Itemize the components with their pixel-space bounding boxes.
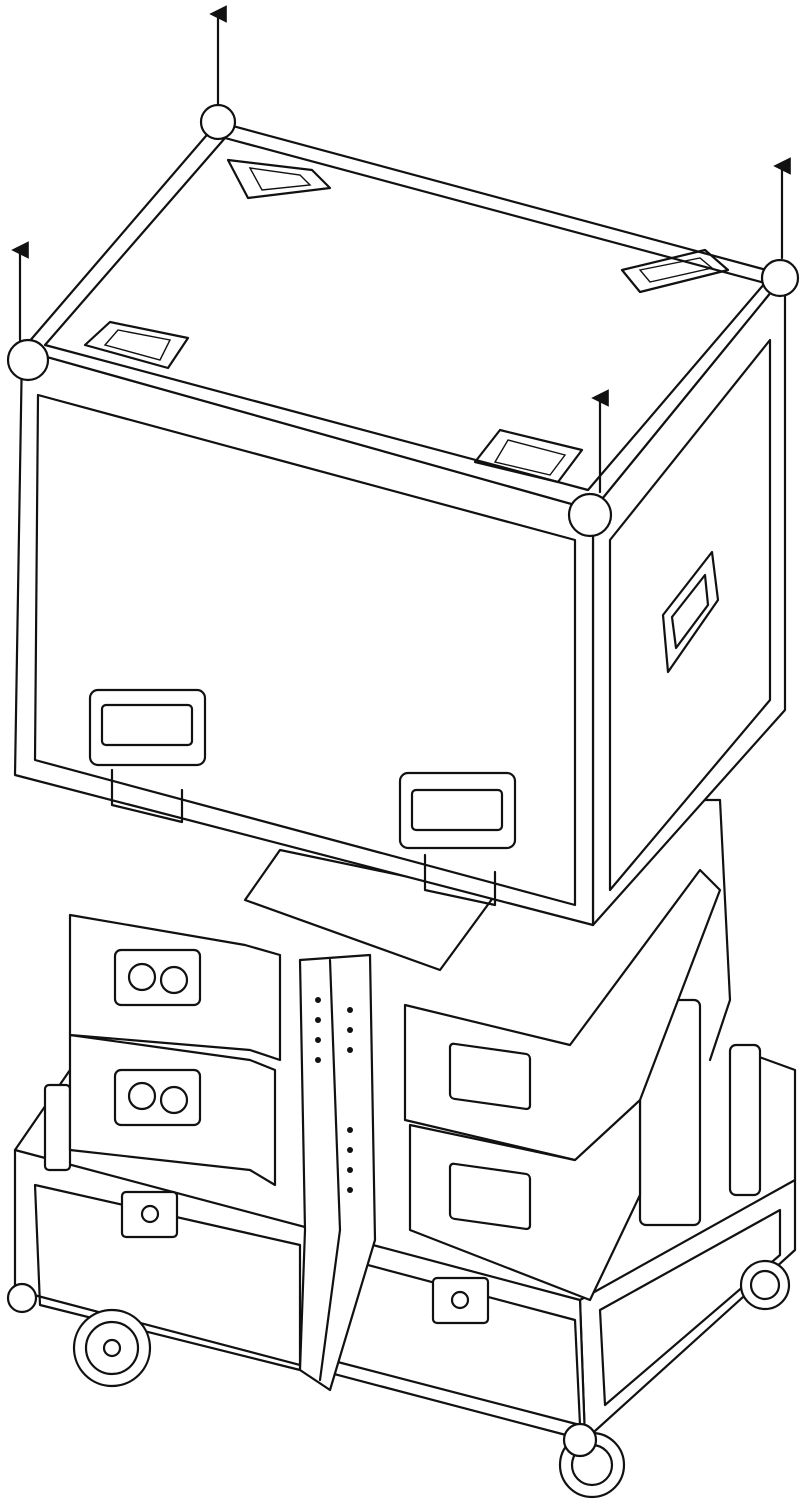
speaker-stack [68, 798, 732, 1392]
wheel-icon [72, 1308, 152, 1388]
corner-ball [567, 492, 613, 538]
cabinet-upper-right [403, 868, 722, 1162]
lid-top-rim [43, 136, 767, 492]
side-rigging [698, 798, 732, 1062]
corner-ball [562, 1422, 598, 1458]
lid-case [6, 103, 800, 927]
lid-front-panel [33, 393, 577, 907]
corner-ball [6, 338, 50, 382]
handle-icon [398, 771, 517, 907]
rigging-bar-edge [318, 958, 342, 1382]
handle-icon [661, 550, 720, 674]
latch-left [120, 1190, 179, 1239]
handle-icon [226, 158, 332, 200]
latch-right [431, 1276, 490, 1325]
base-right-panel [598, 1208, 782, 1407]
handle-icon [620, 248, 730, 294]
rigging-pins [315, 997, 353, 1193]
connector-icon [113, 1068, 202, 1127]
base-case [6, 998, 797, 1499]
lid-right-panel [608, 338, 772, 892]
wheel-icon [739, 1259, 791, 1311]
handle-icon [88, 688, 207, 824]
rear-plate [448, 1162, 532, 1231]
cabinet-upper-left [68, 913, 282, 1062]
latch-left-ring [140, 1204, 160, 1224]
rear-plate [448, 1042, 532, 1111]
latch-right-ring [450, 1290, 470, 1310]
connector-icon [113, 948, 202, 1007]
corner-ball [760, 258, 800, 298]
corner-ball [199, 103, 237, 141]
handle-icon [473, 428, 584, 484]
left-upright [43, 1083, 72, 1172]
lift-arrows [11, 5, 791, 494]
corner-ball [6, 1282, 38, 1314]
cabinet-lower-left [68, 1033, 277, 1187]
handle-icon [83, 320, 190, 370]
side-panel-upright [728, 1043, 762, 1197]
